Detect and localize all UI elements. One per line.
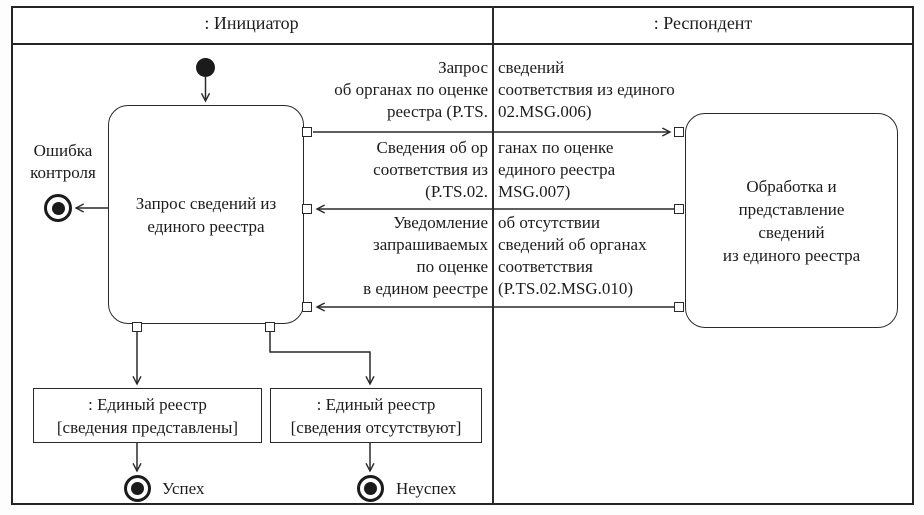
message-label-line: 02.MSG.006) (498, 102, 592, 121)
final-node-icon-success (124, 475, 151, 502)
activity-process-and-provide-info: Обработка и представление сведений из ед… (685, 113, 898, 328)
initial-node-icon (196, 58, 215, 77)
message-label-line: в едином реестре (363, 279, 488, 298)
message-2-label-right: ганах по оценке единого реестра MSG.007) (498, 137, 778, 203)
pin-icon-right-out-1 (674, 204, 684, 214)
object-node-line: [сведения представлены] (56, 417, 239, 437)
message-label-line: соответствия (498, 257, 593, 276)
final-node-icon-failure (357, 475, 384, 502)
message-label-line: запрашиваемых (373, 235, 488, 254)
flow-to-object-absent (269, 332, 370, 384)
pin-icon-left-out-1 (302, 127, 312, 137)
message-3-label-left: Уведомление запрашиваемых по оценке в ед… (238, 212, 488, 300)
outcome-label-failure: Неуспех (396, 479, 457, 498)
lane-header-separator (11, 43, 914, 45)
error-label-line: Ошибка (33, 141, 93, 160)
message-2-label-left: Сведения об ор соответствия из (P.TS.02. (238, 137, 488, 203)
activity-label-line: сведений (758, 222, 825, 242)
pin-icon-left-in-1 (302, 204, 312, 214)
message-label-line: по оценке (416, 257, 488, 276)
outcome-label-success: Успех (162, 479, 205, 498)
pin-icon-right-in-1 (674, 127, 684, 137)
object-node-line: : Единый реестр (316, 394, 436, 414)
message-label-line: сведений (498, 58, 565, 77)
object-node-register-absent: : Единый реестр [сведения отсутствуют] (270, 388, 482, 443)
message-label-line: (P.TS.02. (425, 182, 488, 201)
activity-label-line: единого реестра (147, 216, 265, 236)
message-label-line: Запрос (438, 58, 488, 77)
lane-title-respondent: : Респондент (653, 13, 753, 33)
pin-icon-bottom-2 (265, 322, 275, 332)
error-label-line: контроля (30, 163, 96, 182)
message-label-line: MSG.007) (498, 182, 571, 201)
activity-label-line: Обработка и (746, 176, 837, 196)
message-label-line: об органах по оценке (334, 80, 488, 99)
message-label-line: Уведомление (393, 213, 488, 232)
message-label-line: соответствия из (373, 160, 488, 179)
activity-label-line: Запрос сведений из (135, 193, 277, 213)
message-1-label-right: сведений соответствия из единого 02.MSG.… (498, 57, 778, 123)
message-label-line: сведений об органах (498, 235, 647, 254)
activity-request-from-unified-register: Запрос сведений из единого реестра (108, 105, 304, 324)
message-label-line: ганах по оценке (498, 138, 614, 157)
activity-label-line: представление (738, 199, 845, 219)
object-node-line: [сведения отсутствуют] (290, 417, 462, 437)
pin-icon-right-out-2 (674, 302, 684, 312)
message-label-line: об отсутствии (498, 213, 600, 232)
final-node-icon-error (44, 194, 72, 222)
message-label-line: реестра (P.TS. (386, 102, 488, 121)
message-1-label-left: Запрос об органах по оценке реестра (P.T… (238, 57, 488, 123)
lane-title-initiator: : Инициатор (204, 13, 299, 33)
error-final-label: Ошибка контроля (14, 140, 112, 184)
message-label-line: Сведения об ор (376, 138, 488, 157)
message-label-line: (P.TS.02.MSG.010) (498, 279, 634, 298)
message-label-line: единого реестра (498, 160, 616, 179)
lane-divider (492, 6, 494, 505)
pin-icon-bottom-1 (132, 322, 142, 332)
message-3-label-right: об отсутствии сведений об органах соотве… (498, 212, 778, 300)
message-label-line: соответствия из единого (498, 80, 675, 99)
pin-icon-left-in-2 (302, 302, 312, 312)
activity-label-line: из единого реестра (722, 245, 861, 265)
object-node-line: : Единый реестр (88, 394, 207, 414)
object-node-register-present: : Единый реестр [сведения представлены] (33, 388, 262, 443)
